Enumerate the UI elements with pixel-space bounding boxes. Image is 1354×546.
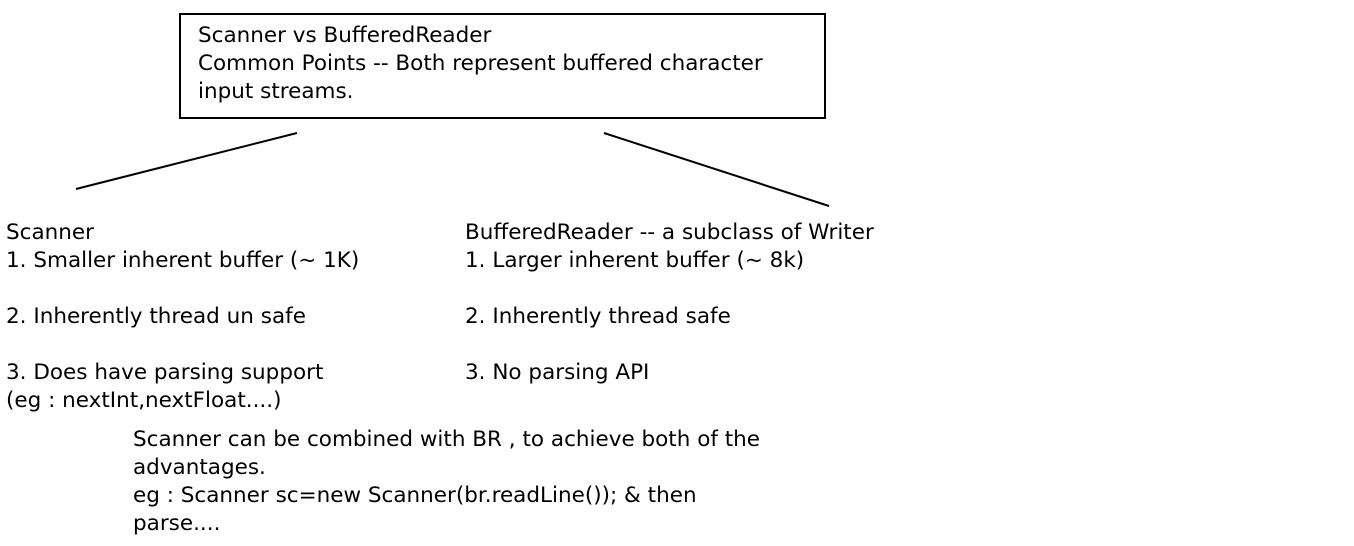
bufferedreader-point-3: 3. No parsing API (465, 360, 650, 385)
title-line-1: Scanner vs BufferedReader (198, 23, 492, 48)
right-connector-line (603, 132, 830, 207)
title-box: Scanner vs BufferedReader Common Points … (179, 13, 826, 119)
bufferedreader-point-2: 2. Inherently thread safe (465, 304, 731, 329)
spacer (6, 331, 359, 359)
bufferedreader-heading: BufferedReader -- a subclass of Writer (465, 220, 874, 245)
combination-note: Scanner can be combined with BR , to ach… (133, 426, 760, 538)
scanner-point-3: 3. Does have parsing support (6, 360, 324, 385)
scanner-point-3-example: (eg : nextInt,nextFloat....) (6, 388, 282, 413)
scanner-point-1: 1. Smaller inherent buffer (~ 1K) (6, 248, 360, 273)
spacer (465, 275, 874, 303)
note-line-2: advantages. (133, 455, 266, 480)
left-connector-line (75, 132, 298, 190)
bufferedreader-column: BufferedReader -- a subclass of Writer 1… (465, 219, 874, 387)
spacer (465, 331, 874, 359)
note-line-3: eg : Scanner sc=new Scanner(br.readLine(… (133, 483, 697, 508)
title-line-2: Common Points -- Both represent buffered… (198, 51, 763, 76)
scanner-column: Scanner 1. Smaller inherent buffer (~ 1K… (6, 219, 359, 415)
bufferedreader-point-1: 1. Larger inherent buffer (~ 8k) (465, 248, 805, 273)
scanner-point-2: 2. Inherently thread un safe (6, 304, 306, 329)
spacer (6, 275, 359, 303)
scanner-heading: Scanner (6, 220, 94, 245)
title-line-3: input streams. (198, 79, 354, 104)
note-line-1: Scanner can be combined with BR , to ach… (133, 427, 761, 452)
note-line-4: parse.... (133, 511, 221, 536)
